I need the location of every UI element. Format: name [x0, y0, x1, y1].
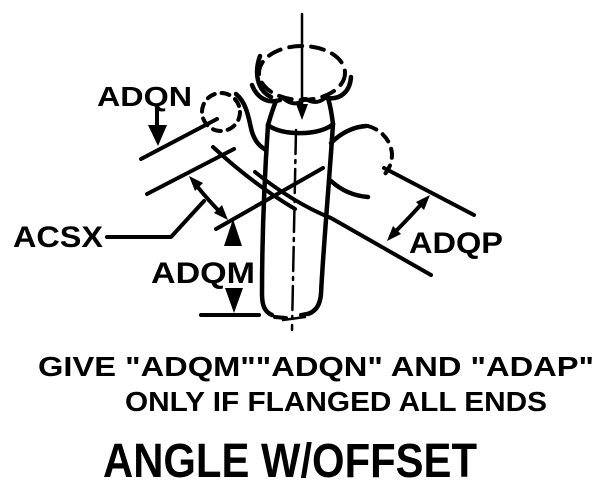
- centerline-bottom-tick: [281, 315, 307, 322]
- acsx-arrow-head-up-icon: [189, 176, 203, 191]
- dimension-annotations: [105, 105, 430, 317]
- tube-right-edge: [305, 121, 336, 317]
- adqp-arrow-head-up-icon: [416, 195, 430, 210]
- offset-edge-upper: [211, 145, 297, 211]
- bell-arc: [265, 121, 336, 136]
- label-acsx: ACSX: [13, 221, 103, 254]
- figure-title: ANGLE W/OFFSET: [103, 435, 477, 487]
- adqp-arrow-head-down-icon: [387, 226, 401, 241]
- top-flange-left-edge: [254, 53, 274, 100]
- left-extension-line: [145, 147, 236, 196]
- top-flange-inner-wave-left: [281, 96, 306, 106]
- adqm-arrow-down-icon: [225, 288, 243, 313]
- label-adqn: ADQN: [97, 81, 192, 112]
- top-flange-inner-wave-right: [304, 95, 328, 104]
- offset-edge-lower-extension: [253, 170, 433, 277]
- tube-inner-centerline: [290, 128, 298, 332]
- right-branch-dashed-arc: [366, 124, 394, 180]
- tube-left-edge: [259, 122, 275, 318]
- adqm-pointer-line: [214, 166, 325, 231]
- acsx-leader-line: [105, 199, 206, 239]
- pipe-drawing: [139, 12, 476, 332]
- adqm-arrow-up-icon: [224, 219, 242, 246]
- acsx-arrow-head-down-icon: [214, 205, 228, 220]
- left-branch-curve: [233, 91, 269, 153]
- left-branch-dashed-circle: [200, 91, 242, 133]
- neck-left-edge: [265, 98, 279, 128]
- right-branch-lower-curve: [328, 178, 371, 200]
- left-branch-lower-line: [139, 117, 219, 161]
- label-adqm: ADQM: [151, 257, 255, 290]
- right-extension-line: [382, 166, 476, 217]
- centerline-arrow-icon: [296, 104, 308, 120]
- caption-line-2: ONLY IF FLANGED ALL ENDS: [125, 386, 547, 417]
- label-adqp: ADQP: [409, 227, 503, 260]
- tube-bottom-dashes: [273, 311, 313, 320]
- neck-right-edge: [325, 95, 336, 127]
- caption-line-1: GIVE "ADQM""ADQN" AND "ADAP": [38, 351, 594, 382]
- adqn-arrow-icon: [148, 125, 167, 146]
- right-branch-upper-curve: [328, 123, 369, 146]
